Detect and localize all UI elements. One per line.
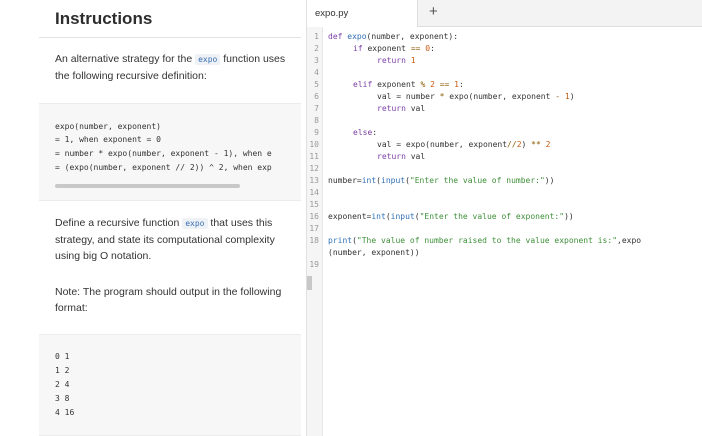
code-line[interactable]: elif exponent % 2 == 1: (353, 80, 464, 89)
definition-code-block[interactable]: expo(number, exponent) = 1, when exponen… (39, 103, 301, 201)
sample-output-line: 2 4 (55, 380, 70, 389)
code-line-wrapped[interactable]: (number, exponent)) (328, 248, 420, 257)
line-number: 12 (309, 164, 319, 173)
definition-line: = 1, when exponent = 0 (55, 135, 161, 144)
line-number: 19 (309, 260, 319, 269)
line-number: 8 (314, 116, 319, 125)
line-number: 10 (309, 140, 319, 149)
code-line[interactable]: def expo(number, exponent): (328, 32, 459, 41)
horizontal-scrollbar[interactable] (55, 184, 240, 188)
fold-marker[interactable] (307, 276, 312, 290)
instructions-title: Instructions (55, 9, 153, 28)
line-number: 1 (314, 32, 319, 41)
code-line[interactable]: return val (377, 152, 426, 161)
line-number: 7 (314, 104, 319, 113)
line-number: 16 (309, 212, 319, 221)
inline-code-expo: expo (195, 54, 221, 65)
line-number: 2 (314, 44, 319, 53)
sample-output-line: 0 1 (55, 352, 70, 361)
instructions-note: Note: The program should output in the f… (55, 286, 282, 314)
code-line[interactable]: number=int(input("Enter the value of num… (328, 176, 555, 185)
line-number: 6 (314, 92, 319, 101)
definition-line: = (expo(number, exponent // 2)) ^ 2, whe… (55, 163, 272, 172)
inline-code-expo: expo (182, 218, 208, 229)
line-number-gutter: 1 2 3 4 5 6 7 8 9 10 11 12 13 14 15 16 1… (307, 27, 323, 436)
sample-output-block: 0 1 1 2 2 4 3 8 4 16 (39, 334, 301, 436)
tab-expo-py[interactable]: expo.py (307, 0, 418, 27)
definition-line: = number * expo(number, exponent - 1), w… (55, 149, 272, 158)
code-line[interactable]: val = number * expo(number, exponent - 1… (377, 92, 575, 101)
line-number: 18 (309, 236, 319, 245)
line-number: 11 (309, 152, 319, 161)
line-number: 3 (314, 56, 319, 65)
instructions-paragraph-2: Define a recursive function expo that us… (55, 217, 275, 262)
line-number: 9 (314, 128, 319, 137)
code-line[interactable]: else: (353, 128, 378, 137)
line-number: 14 (309, 188, 319, 197)
code-line[interactable]: print("The value of number raised to the… (328, 236, 642, 245)
code-line[interactable]: exponent=int(input("Enter the value of e… (328, 212, 574, 221)
sample-output-line: 4 16 (55, 408, 75, 417)
code-line[interactable]: if exponent == 0: (353, 44, 435, 53)
line-number: 4 (314, 68, 319, 77)
tab-label: expo.py (315, 8, 349, 19)
line-number: 17 (309, 224, 319, 233)
line-number: 15 (309, 200, 319, 209)
code-line[interactable]: return val (377, 104, 426, 113)
line-number: 5 (314, 80, 319, 89)
code-line[interactable]: return 1 (377, 56, 416, 65)
code-line[interactable]: val = expo(number, exponent//2) ** 2 (377, 140, 551, 149)
sample-output-line: 1 2 (55, 366, 70, 375)
instructions-panel: Instructions An alternative strategy for… (39, 0, 301, 436)
editor-tab-bar: expo.py + (307, 0, 702, 27)
instructions-header: Instructions (39, 0, 301, 38)
definition-line: expo(number, exponent) (55, 122, 161, 131)
line-number: 13 (309, 176, 319, 185)
add-tab-icon[interactable]: + (429, 3, 438, 20)
sample-output-line: 3 8 (55, 394, 70, 403)
code-editor[interactable]: expo.py + 1 2 3 4 5 6 7 8 9 10 11 12 13 … (306, 0, 702, 436)
instructions-paragraph-1: An alternative strategy for the expo fun… (55, 53, 286, 82)
